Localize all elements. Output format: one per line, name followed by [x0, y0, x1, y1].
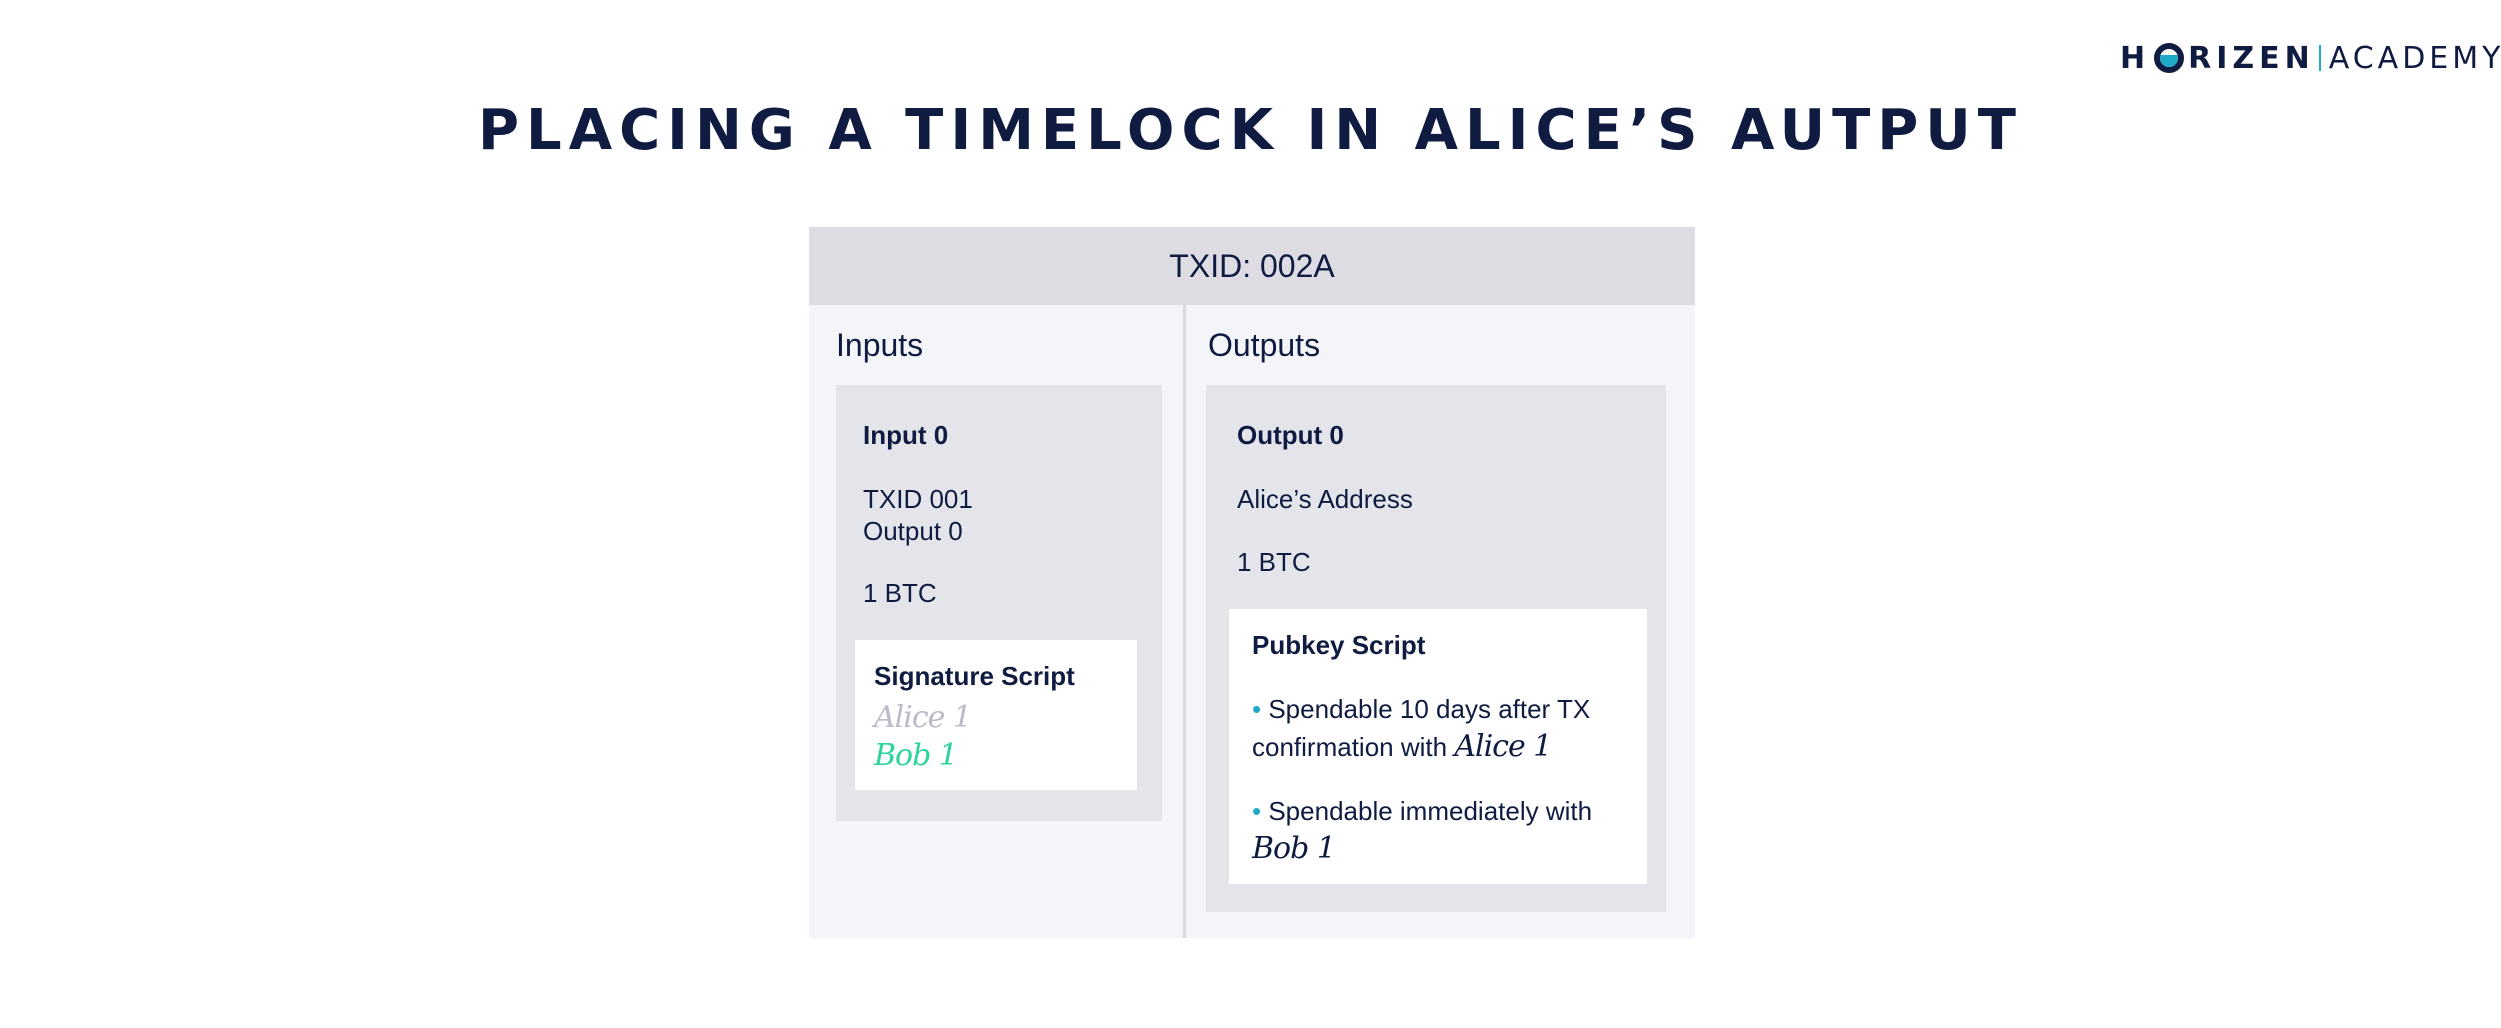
logo-text-h: H [2120, 40, 2151, 76]
signature-script-label: Signature Script [874, 661, 1075, 691]
condition-2-bob-sig: Bob 1 [1252, 831, 1336, 866]
condition-2-line-1: • Spendable immediately with [1252, 795, 1592, 827]
horizen-academy-logo: H RIZEN ACADEMY [2120, 38, 2501, 78]
output-address: Alice’s Address [1237, 484, 1413, 514]
inputs-title: Inputs [836, 327, 924, 363]
output-label: Output 0 [1237, 420, 1344, 450]
condition-1-line-2: confirmation with Alice 1 [1252, 729, 1552, 764]
column-divider [1183, 305, 1186, 938]
signature-bob-1: Bob 1 [874, 738, 958, 773]
logo-separator [2318, 45, 2321, 71]
bullet-icon: • [1252, 796, 1262, 826]
input-amount: 1 BTC [863, 578, 937, 608]
output-amount: 1 BTC [1237, 547, 1311, 577]
txid-header: TXID: 002A [809, 227, 1695, 305]
condition-1-text-2: confirmation with [1252, 732, 1448, 762]
condition-1-text: Spendable 10 days after TX [1268, 694, 1591, 724]
bullet-icon: • [1252, 694, 1262, 724]
condition-2-text: Spendable immediately with [1268, 796, 1593, 826]
signature-script-card: Signature Script Alice 1 Bob 1 [855, 640, 1137, 790]
horizen-o-icon [2154, 43, 2185, 73]
input-label: Input 0 [863, 420, 949, 450]
page-title: PLACING A TIMELOCK IN ALICE’S AUTPUT [478, 98, 2023, 163]
input-output-ref: Output 0 [863, 516, 963, 546]
input-txid: TXID 001 [863, 484, 973, 514]
input-0-box: Input 0 TXID 001 Output 0 1 BTC Signatur… [836, 385, 1162, 821]
output-0-box: Output 0 Alice’s Address 1 BTC Pubkey Sc… [1206, 385, 1666, 912]
signature-alice-1: Alice 1 [874, 700, 972, 735]
logo-text-academy: ACADEMY [2328, 40, 2501, 76]
pubkey-script-card: Pubkey Script • Spendable 10 days after … [1229, 609, 1647, 884]
pubkey-script-label: Pubkey Script [1252, 630, 1426, 660]
condition-1-alice-sig: Alice 1 [1454, 729, 1552, 764]
transaction-panel: TXID: 002A Inputs Outputs Input 0 TXID 0… [809, 227, 1695, 938]
condition-1-line-1: • Spendable 10 days after TX [1252, 693, 1590, 725]
outputs-title: Outputs [1208, 327, 1321, 363]
logo-text-rizen: RIZEN [2188, 40, 2315, 76]
